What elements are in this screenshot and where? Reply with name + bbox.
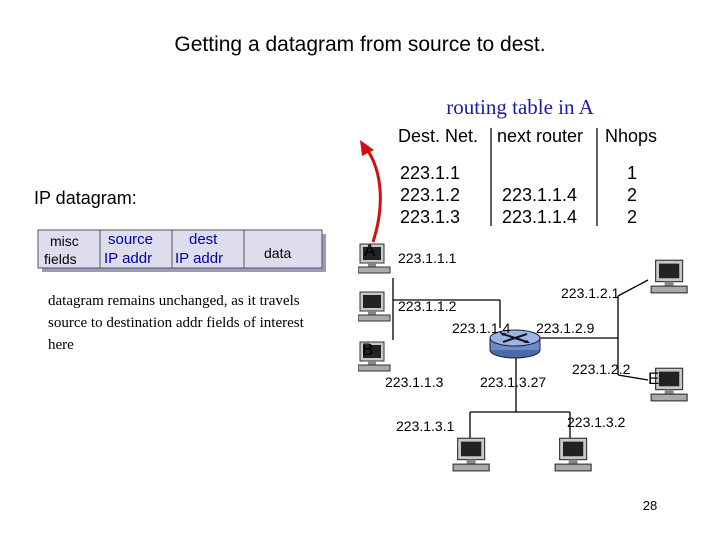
computer-icon bbox=[648, 258, 688, 294]
address-label: 223.1.3.1 bbox=[396, 418, 454, 434]
host-a-label: A bbox=[364, 241, 375, 261]
datagram-fields-label: fields bbox=[44, 251, 77, 267]
address-label: 223.1.3.2 bbox=[567, 414, 625, 430]
page-number: 28 bbox=[630, 498, 670, 513]
arrow-head bbox=[360, 140, 374, 156]
datagram-source-label: source bbox=[108, 231, 153, 248]
link bbox=[618, 280, 648, 296]
datagram-source-addr-label: IP addr bbox=[104, 250, 152, 267]
address-label: 223.1.1.2 bbox=[398, 298, 456, 314]
address-label: 223.1.2.2 bbox=[572, 361, 630, 377]
host-b-label: B bbox=[362, 340, 373, 360]
address-label: 223.1.1.3 bbox=[385, 374, 443, 390]
note-text: datagram remains unchanged, as it travel… bbox=[48, 290, 318, 356]
address-label: 223.1.3.27 bbox=[480, 374, 546, 390]
address-label: 223.1.2.9 bbox=[536, 320, 594, 336]
datagram-dest-label: dest bbox=[189, 231, 217, 248]
host-e-label: E bbox=[648, 369, 659, 389]
address-label: 223.1.1.4 bbox=[452, 320, 510, 336]
datagram-dest-addr-label: IP addr bbox=[175, 250, 223, 267]
datagram-data-label: data bbox=[264, 245, 291, 261]
computer-icon bbox=[358, 290, 392, 322]
datagram-misc-label: misc bbox=[50, 233, 79, 249]
address-label: 223.1.1.1 bbox=[398, 250, 456, 266]
table-pointer-arrow bbox=[366, 148, 380, 242]
address-label: 223.1.2.1 bbox=[561, 285, 619, 301]
computer-icon bbox=[450, 436, 490, 472]
datagram-label: IP datagram: bbox=[34, 188, 137, 209]
computer-icon bbox=[552, 436, 592, 472]
